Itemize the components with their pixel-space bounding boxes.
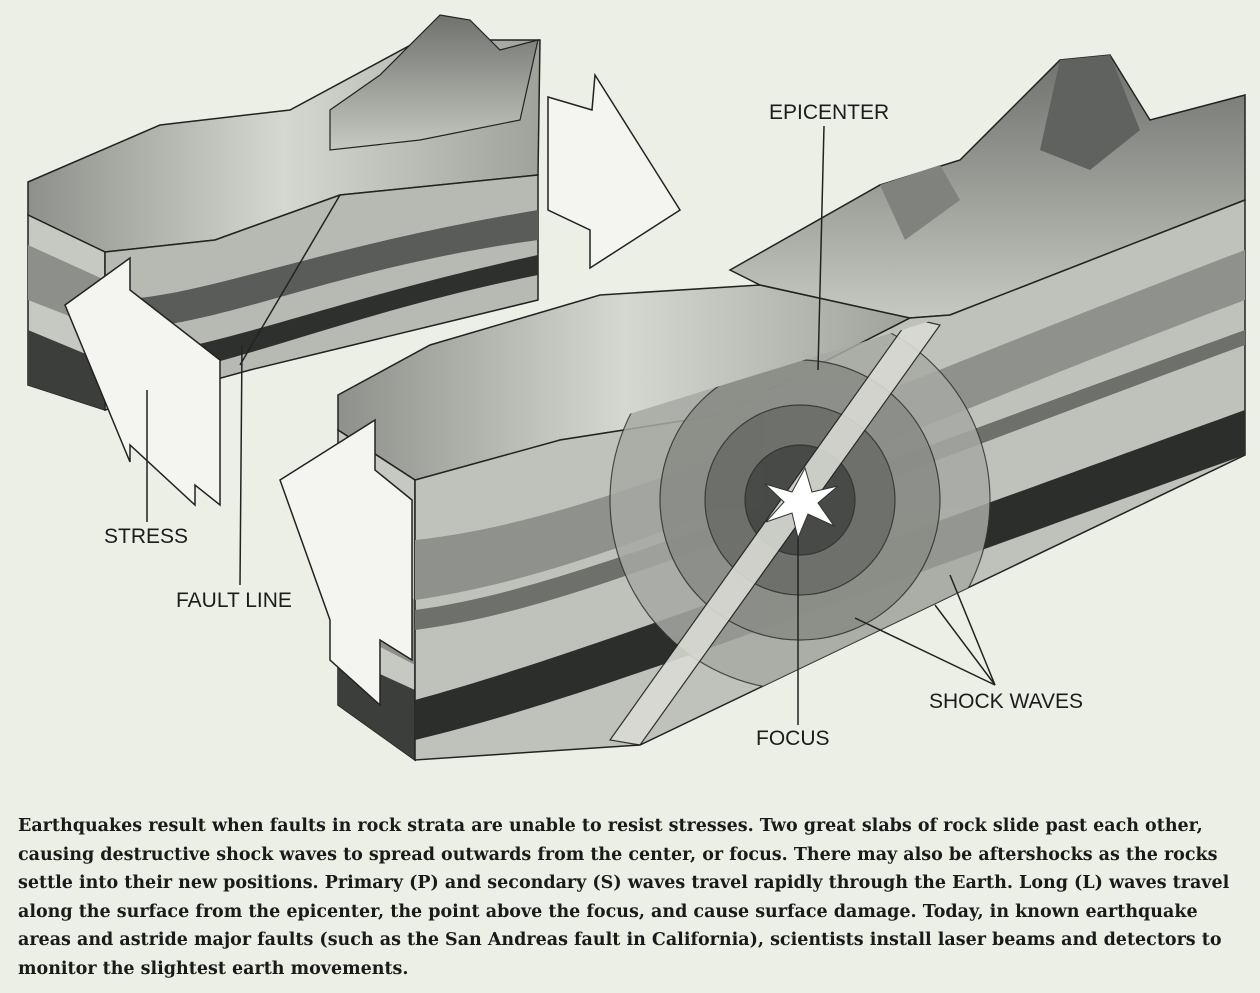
focus-label: FOCUS bbox=[756, 727, 830, 751]
stress-label: STRESS bbox=[104, 525, 188, 549]
transition-arrow bbox=[548, 75, 680, 268]
shock-waves-leader-2 bbox=[855, 618, 995, 685]
shock-waves-label: SHOCK WAVES bbox=[929, 690, 1083, 714]
fault-line-leader bbox=[240, 345, 242, 585]
figure-caption: Earthquakes result when faults in rock s… bbox=[18, 812, 1246, 983]
earthquake-fault-diagram bbox=[0, 0, 1260, 800]
epicenter-label: EPICENTER bbox=[769, 101, 889, 125]
fault-line-label: FAULT LINE bbox=[176, 589, 292, 613]
